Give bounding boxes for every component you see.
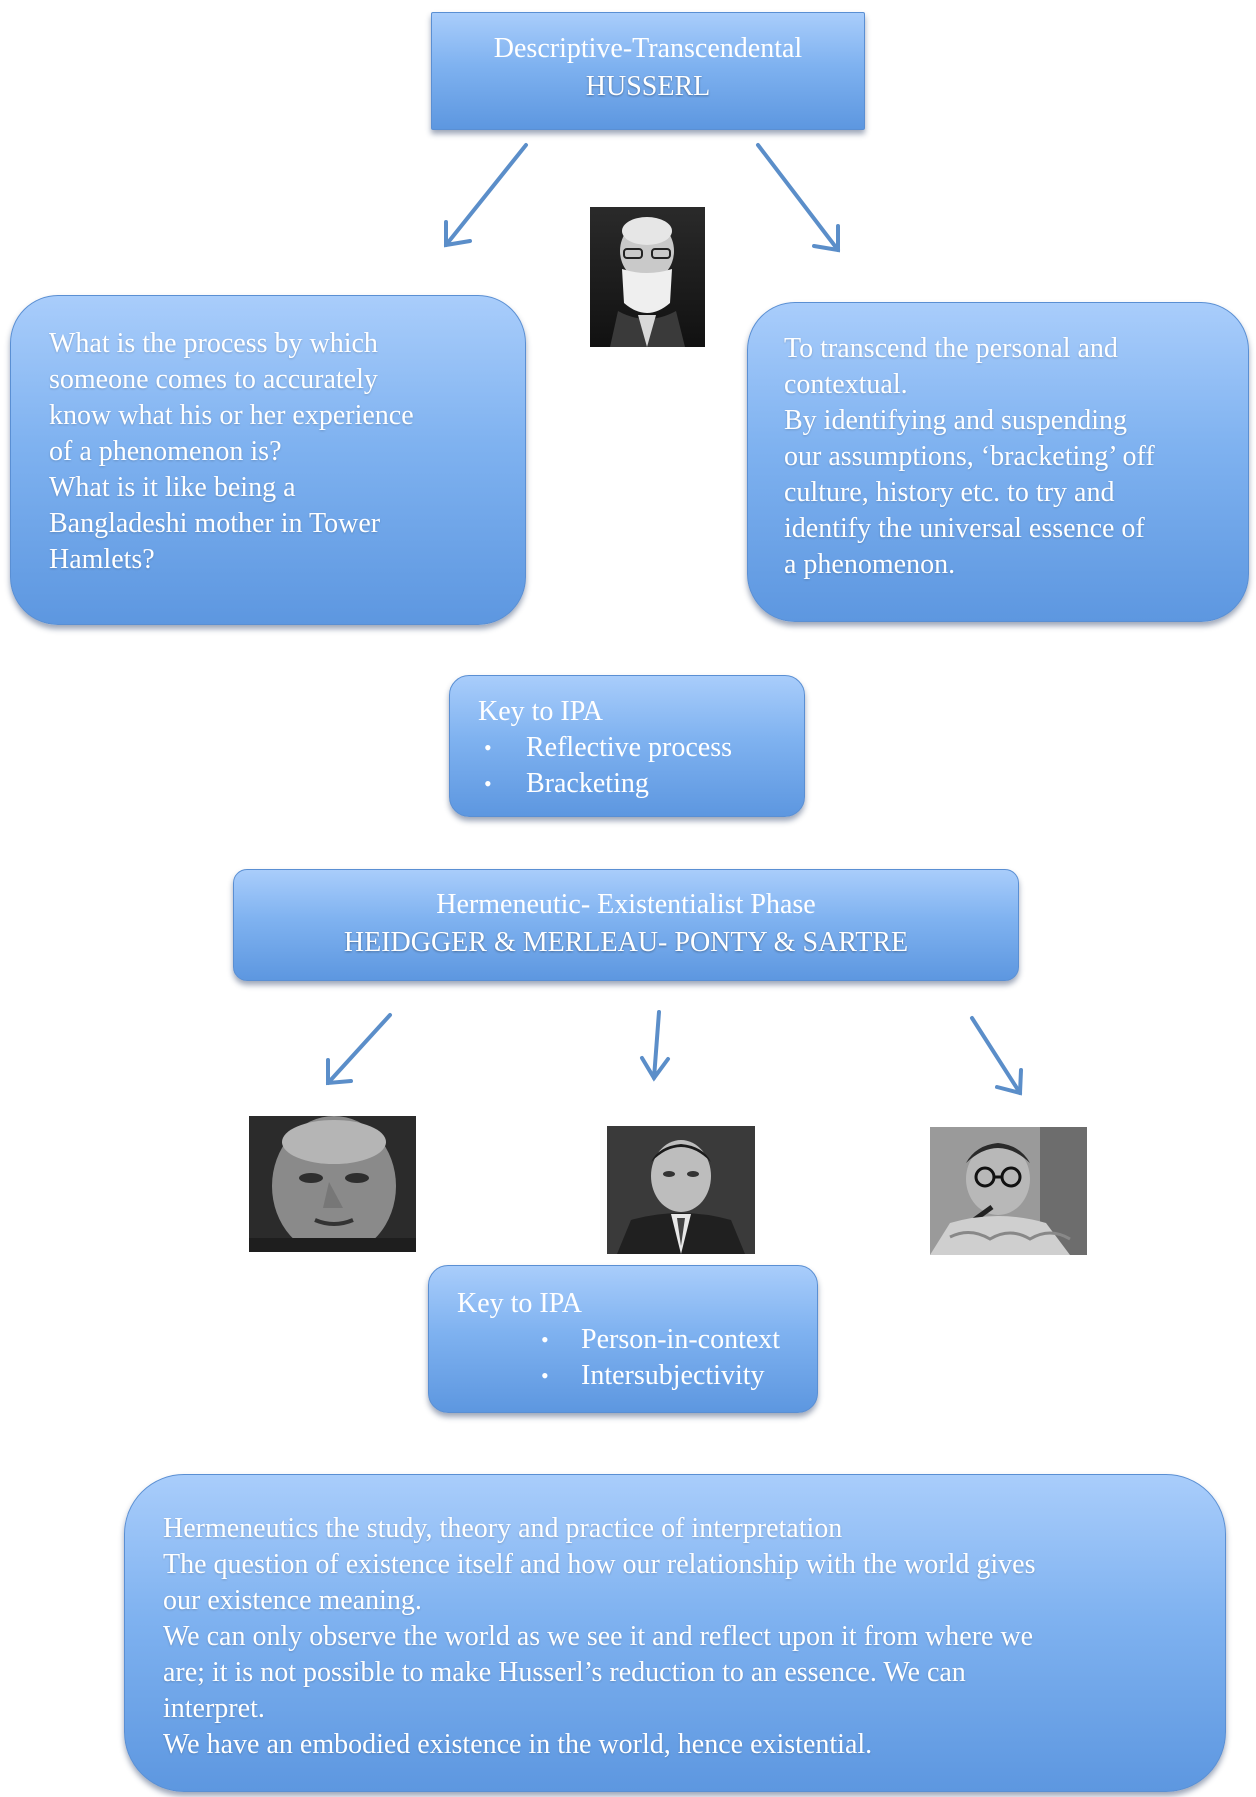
key-to-ipa-hermeneutic: Key to IPA • Person-in-context • Intersu…	[428, 1265, 818, 1413]
hermeneutic-box: Hermeneutic- Existentialist Phase HEIDGG…	[233, 869, 1019, 981]
key-title: Key to IPA	[478, 696, 603, 727]
key-item-label: Intersubjectivity	[581, 1360, 765, 1391]
key-list: • Reflective process • Bracketing	[478, 730, 804, 802]
bullet-icon: •	[541, 1327, 549, 1352]
transcend-line: our assumptions, ‘bracketing’ off	[784, 441, 1155, 472]
husserl-box: Descriptive-Transcendental HUSSERL	[431, 12, 865, 130]
transcend-line: culture, history etc. to try and	[784, 477, 1115, 508]
key-item-label: Reflective process	[526, 732, 733, 763]
key-item: • Bracketing	[478, 766, 804, 802]
process-question-box: What is the process by which someone com…	[10, 295, 526, 625]
process-question-line: Bangladeshi mother in Tower	[49, 508, 381, 539]
process-question-line: What is the process by which	[49, 328, 378, 359]
bullet-icon: •	[541, 1363, 549, 1388]
arrow-hermeneutic-middle	[640, 1010, 670, 1082]
sartre-portrait	[930, 1127, 1087, 1255]
transcend-line: By identifying and suspending	[784, 405, 1127, 436]
transcend-line: contextual.	[784, 369, 908, 400]
key-item-label: Person-in-context	[581, 1324, 781, 1355]
key-item-label: Bracketing	[526, 768, 649, 799]
hermeneutics-definition-box: Hermeneutics the study, theory and pract…	[124, 1474, 1226, 1792]
merleau-ponty-portrait	[607, 1126, 755, 1254]
hermeneutics-line: We can only observe the world as we see …	[163, 1621, 1034, 1652]
key-item: • Reflective process	[478, 730, 804, 766]
transcend-box: To transcend the personal and contextual…	[747, 302, 1249, 622]
husserl-name: HUSSERL	[585, 71, 711, 102]
hermeneutics-line: The question of existence itself and how…	[163, 1549, 1036, 1580]
hermeneutics-line: We have an embodied existence in the wor…	[163, 1729, 873, 1760]
arrow-husserl-right	[756, 143, 840, 253]
husserl-portrait	[590, 207, 705, 347]
key-to-ipa-husserl: Key to IPA • Reflective process • Bracke…	[449, 675, 805, 817]
transcend-line: identify the universal essence of	[784, 513, 1145, 544]
process-question-line: What is it like being a	[49, 472, 296, 503]
process-question-line: of a phenomenon is?	[49, 436, 282, 467]
hermeneutic-philosophers: HEIDGGER & MERLEAU- PONTY & SARTRE	[343, 927, 909, 958]
transcend-line: a phenomenon.	[784, 549, 956, 580]
arrow-hermeneutic-right	[970, 1016, 1023, 1096]
key-item: • Person-in-context	[457, 1322, 817, 1358]
hermeneutics-line: are; it is not possible to make Husserl’…	[163, 1657, 966, 1688]
hermeneutics-line: interpret.	[163, 1693, 265, 1724]
arrow-hermeneutic-left	[326, 1013, 392, 1086]
key-item: • Intersubjectivity	[457, 1358, 817, 1394]
hermeneutic-phase-title: Hermeneutic- Existentialist Phase	[436, 889, 816, 920]
process-question-line: someone comes to accurately	[49, 364, 378, 395]
husserl-subtitle: Descriptive-Transcendental	[493, 33, 803, 64]
hermeneutics-line: Hermeneutics the study, theory and pract…	[163, 1513, 843, 1544]
bullet-icon: •	[484, 735, 492, 760]
transcend-line: To transcend the personal and	[784, 333, 1118, 364]
hermeneutics-line: our existence meaning.	[163, 1585, 422, 1616]
key-list: • Person-in-context • Intersubjectivity	[457, 1322, 817, 1394]
key-title: Key to IPA	[457, 1288, 582, 1319]
process-question-line: Hamlets?	[49, 544, 155, 575]
process-question-line: know what his or her experience	[49, 400, 414, 431]
arrow-husserl-left	[444, 143, 528, 248]
heidegger-portrait	[249, 1116, 416, 1252]
bullet-icon: •	[484, 771, 492, 796]
